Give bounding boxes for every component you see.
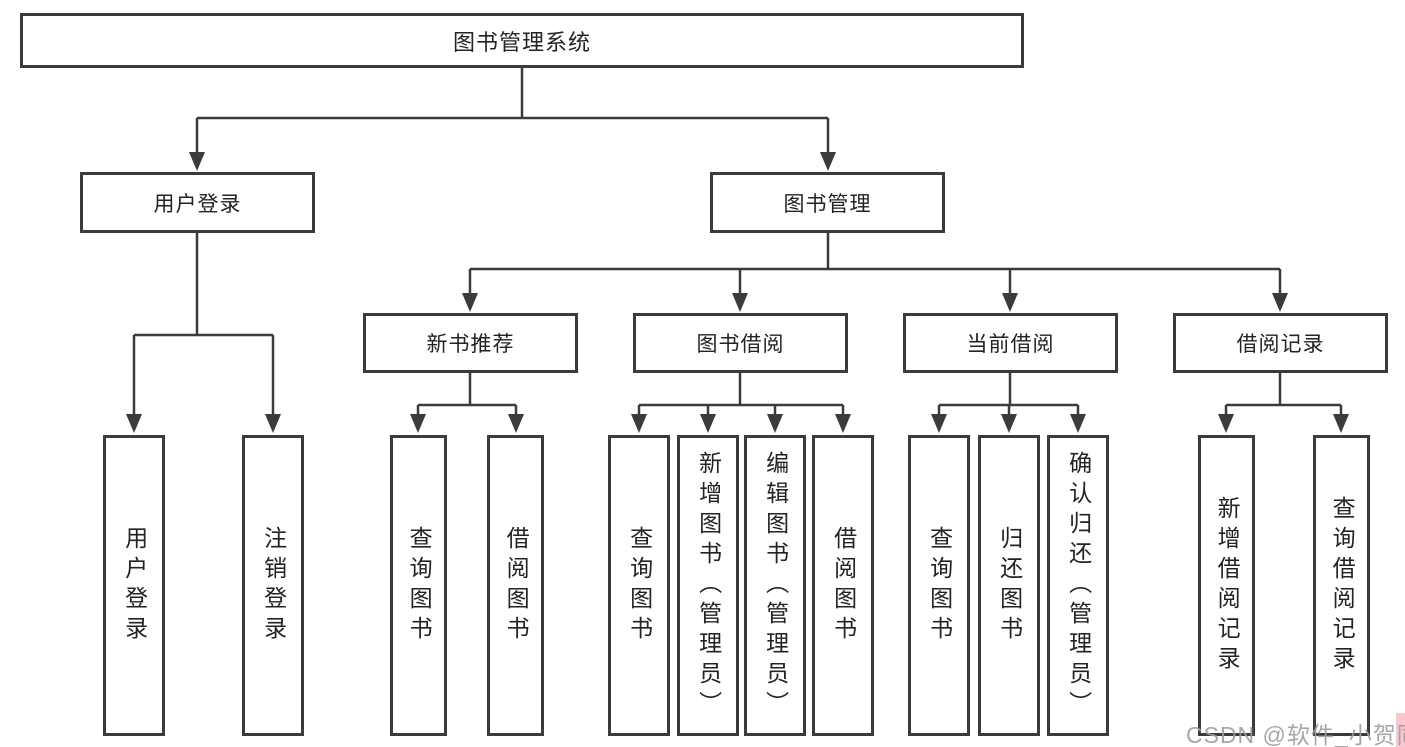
- node-new-book-recommend: 新书推荐: [363, 313, 578, 373]
- connector-root-to-level2: [195, 68, 830, 153]
- leaf-borrow-books-recommend: 借阅图书: [487, 435, 544, 736]
- node-root-library-management-system: 图书管理系统: [20, 13, 1024, 68]
- arrow-down-icon: [1218, 414, 1234, 433]
- arrow-down-icon: [265, 414, 281, 433]
- leaf-user-login: 用户登录: [103, 435, 165, 736]
- leaf-logout: 注销登录: [242, 435, 304, 736]
- leaf-edit-books-admin: 编辑图书（管理员）: [744, 435, 806, 736]
- arrow-down-icon: [732, 293, 748, 312]
- arrow-down-icon: [126, 414, 142, 433]
- connector-borrow-records-to-leaves: [1224, 373, 1343, 415]
- arrow-down-icon: [931, 414, 947, 433]
- arrow-down-icon: [1333, 414, 1349, 433]
- arrow-down-icon: [631, 414, 647, 433]
- connector-current-borrow-to-leaves: [937, 373, 1080, 415]
- leaf-query-books-recommend: 查询图书: [390, 435, 447, 736]
- leaf-query-books-current: 查询图书: [908, 435, 970, 736]
- leaf-return-books: 归还图书: [978, 435, 1040, 736]
- connector-new-book-recommend-to-leaves: [416, 373, 518, 415]
- watermark-accent-strip: [1396, 713, 1405, 747]
- arrow-down-icon: [410, 414, 426, 433]
- leaf-add-books-admin: 新增图书（管理员）: [677, 435, 739, 736]
- arrow-down-icon: [835, 414, 851, 433]
- leaf-query-borrow-record: 查询借阅记录: [1313, 435, 1370, 736]
- node-user-login: 用户登录: [80, 172, 315, 233]
- node-book-management: 图书管理: [710, 172, 945, 233]
- arrow-down-icon: [189, 152, 205, 171]
- arrow-down-icon: [1001, 414, 1017, 433]
- leaf-confirm-return-admin: 确认归还（管理员）: [1047, 435, 1109, 736]
- csdn-watermark: CSDN @软件_小贺同学: [1186, 722, 1405, 747]
- arrow-down-icon: [1002, 293, 1018, 312]
- leaf-query-books-borrow: 查询图书: [608, 435, 670, 736]
- arrow-down-icon: [767, 414, 783, 433]
- arrowheads: [126, 152, 1349, 433]
- node-current-borrow: 当前借阅: [903, 313, 1118, 373]
- connector-book-borrow-to-leaves: [637, 373, 845, 415]
- connector-book-management-to-level3: [468, 233, 1282, 294]
- connector-user-login-to-leaves: [132, 233, 275, 415]
- arrow-down-icon: [1272, 293, 1288, 312]
- arrow-down-icon: [820, 152, 836, 171]
- node-borrow-records: 借阅记录: [1173, 313, 1388, 373]
- node-book-borrow: 图书借阅: [633, 313, 848, 373]
- arrow-down-icon: [508, 414, 524, 433]
- leaf-add-borrow-record: 新增借阅记录: [1198, 435, 1255, 736]
- arrow-down-icon: [700, 414, 716, 433]
- arrow-down-icon: [462, 293, 478, 312]
- arrow-down-icon: [1070, 414, 1086, 433]
- leaf-borrow-books: 借阅图书: [812, 435, 874, 736]
